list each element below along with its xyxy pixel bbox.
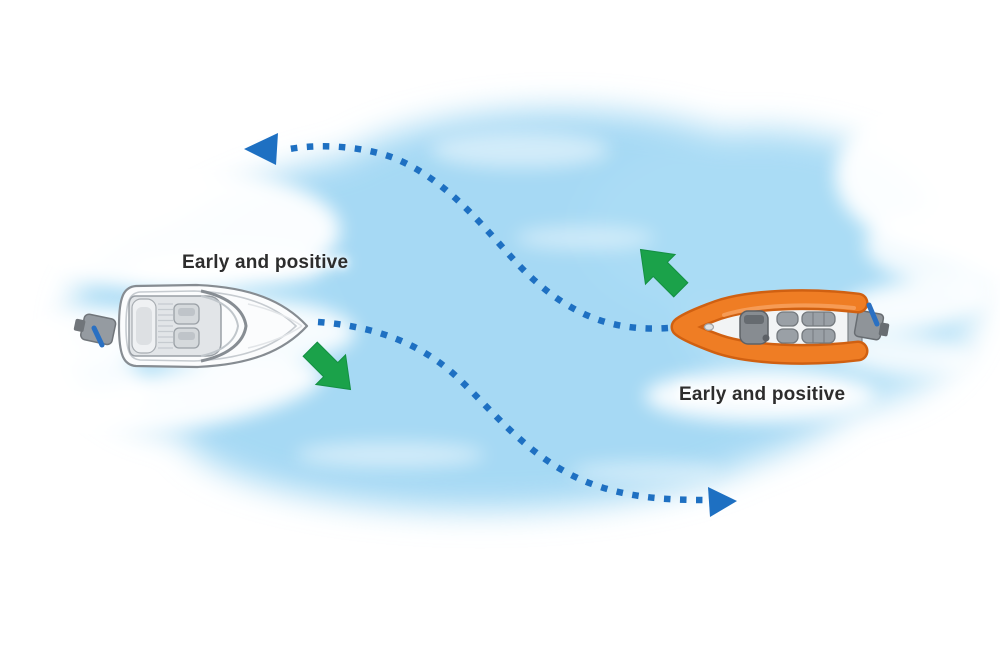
track-right-boat-arrowhead: [244, 133, 278, 165]
bow-deck-seam: [247, 303, 303, 349]
bow-hatch: [703, 323, 715, 331]
track-left-boat-path: [317, 318, 705, 504]
track-right-boat: [244, 133, 669, 332]
left-boat-sportsboat: [73, 283, 309, 369]
propwash-mark: [866, 302, 880, 327]
tube: [673, 291, 866, 363]
helm-seats: [173, 303, 200, 349]
windshield-inner: [200, 295, 240, 357]
left-boat-label: Early and positive: [182, 252, 349, 273]
jockey-seats: [776, 311, 836, 344]
propwash-mark: [91, 325, 105, 348]
cockpit-floor-stripes: [158, 303, 173, 349]
stern-bench-pad: [136, 307, 152, 345]
steering-wheel-icon: [762, 334, 770, 342]
turn-arrow-right-boat: [639, 248, 689, 298]
windshield: [200, 289, 248, 363]
console-top: [744, 315, 764, 324]
tube-highlight: [722, 303, 856, 317]
right-boat-rib: [670, 289, 890, 365]
turn-arrow-left-boat: [302, 341, 352, 391]
right-boat-label: Early and positive: [679, 384, 846, 405]
outboard-engine-icon: [73, 313, 117, 346]
track-left-boat-arrowhead: [708, 487, 737, 517]
gunwale-line: [125, 290, 298, 362]
track-left-boat: [317, 318, 737, 517]
